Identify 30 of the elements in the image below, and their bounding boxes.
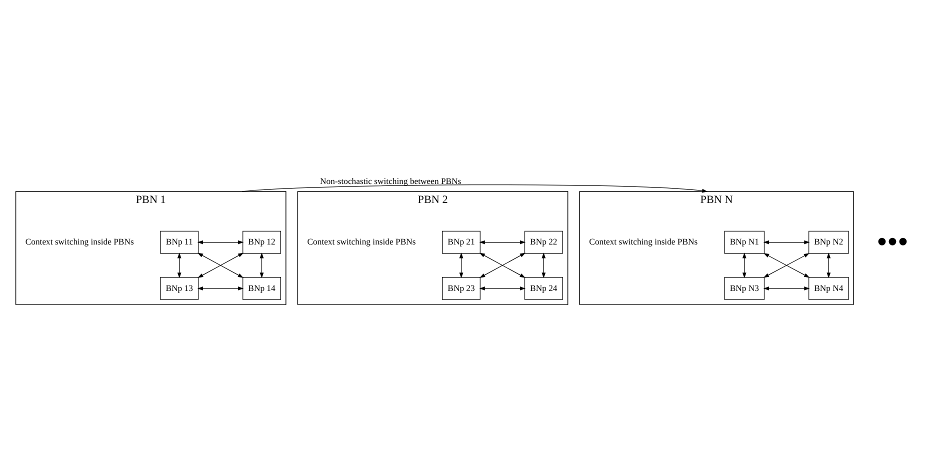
- arrow: [763, 240, 810, 244]
- arrow: [763, 286, 810, 290]
- node-box: BNp 12: [242, 230, 281, 254]
- node-box: BNp 21: [442, 230, 480, 254]
- node-box: BNp 22: [524, 230, 563, 254]
- arrow: [742, 252, 746, 278]
- node-box: BNp N3: [724, 277, 765, 300]
- label: ●●●: [876, 232, 908, 251]
- arrow: [542, 252, 546, 278]
- node-box: BNp N2: [808, 230, 849, 254]
- arrow: [242, 184, 708, 193]
- label: Context switching inside PBNs: [589, 236, 698, 247]
- arrow: [479, 286, 526, 290]
- label: Context switching inside PBNs: [307, 236, 416, 247]
- arrow: [826, 252, 831, 278]
- edge-label: Non-stochastic switching between PBNs: [320, 176, 462, 186]
- arrow: [260, 252, 264, 278]
- arrow: [197, 240, 244, 244]
- node-box: BNp 11: [160, 230, 199, 254]
- arrow: [177, 252, 182, 278]
- node-box: BNp N1: [724, 230, 765, 254]
- node-box: BNp N4: [808, 277, 849, 300]
- arrow: [197, 286, 244, 290]
- label: Context switching inside PBNs: [25, 236, 134, 247]
- node-box: BNp 14: [242, 277, 281, 300]
- arrow: [479, 240, 526, 244]
- node-box: BNp 13: [160, 277, 199, 300]
- arrow: [459, 252, 464, 278]
- node-box: BNp 23: [442, 277, 480, 300]
- node-box: BNp 24: [524, 277, 563, 300]
